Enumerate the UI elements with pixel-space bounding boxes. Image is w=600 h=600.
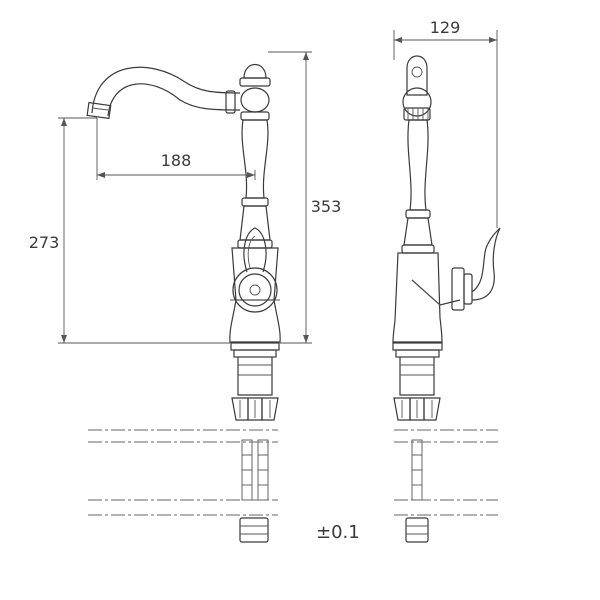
front-view xyxy=(86,63,281,543)
front-hoses xyxy=(239,439,269,543)
front-spout xyxy=(86,66,241,120)
front-handle xyxy=(232,227,278,313)
dimension-side-depth: 129 xyxy=(393,18,498,228)
side-body xyxy=(392,119,461,343)
side-view xyxy=(392,55,501,543)
spout-height-label: 273 xyxy=(29,233,60,252)
front-body xyxy=(229,63,281,343)
total-height-label: 353 xyxy=(311,197,342,216)
side-depth-label: 129 xyxy=(430,18,461,37)
spout-reach-label: 188 xyxy=(161,151,192,170)
side-spout-head xyxy=(402,55,432,121)
center-lines xyxy=(88,429,498,516)
side-handle xyxy=(451,227,501,311)
dimension-total-height: 353 xyxy=(268,51,342,344)
dimension-spout-reach: 188 xyxy=(96,118,256,180)
side-hoses xyxy=(405,439,429,543)
dimension-spout-height: 273 xyxy=(29,117,230,344)
front-base xyxy=(230,342,280,421)
side-base xyxy=(392,342,443,421)
tolerance-label: ±0.1 xyxy=(316,522,360,543)
